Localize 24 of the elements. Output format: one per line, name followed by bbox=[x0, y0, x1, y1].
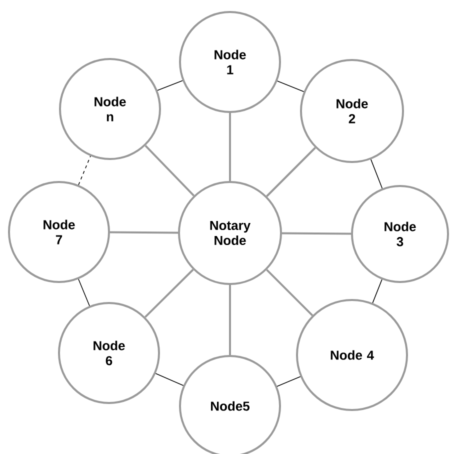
connector-line bbox=[155, 373, 184, 386]
circle-node: Node 7 bbox=[8, 181, 110, 283]
connector-line bbox=[157, 80, 183, 91]
connector-line bbox=[78, 278, 90, 306]
connector-line bbox=[266, 269, 314, 316]
connector-line bbox=[370, 159, 383, 189]
connector-line bbox=[229, 285, 231, 355]
connector-line bbox=[144, 144, 195, 196]
connector-line bbox=[276, 80, 304, 92]
connector-line bbox=[372, 279, 382, 304]
circle-node: Node 2 bbox=[300, 59, 404, 163]
circle-node: Node 3 bbox=[351, 185, 449, 283]
circle-node: Node 6 bbox=[58, 302, 160, 404]
connector-line bbox=[276, 376, 301, 387]
circle-node: Node 4 bbox=[296, 299, 408, 411]
connector-line bbox=[282, 232, 352, 235]
circle-node: Notary Node bbox=[178, 181, 282, 285]
connector-line bbox=[144, 268, 194, 318]
connector-line bbox=[266, 147, 316, 197]
connector-line bbox=[110, 231, 178, 234]
connector-line bbox=[229, 113, 231, 181]
circle-node: Node 1 bbox=[179, 11, 281, 113]
connector-line bbox=[78, 156, 91, 186]
circle-node: Node n bbox=[59, 58, 161, 160]
